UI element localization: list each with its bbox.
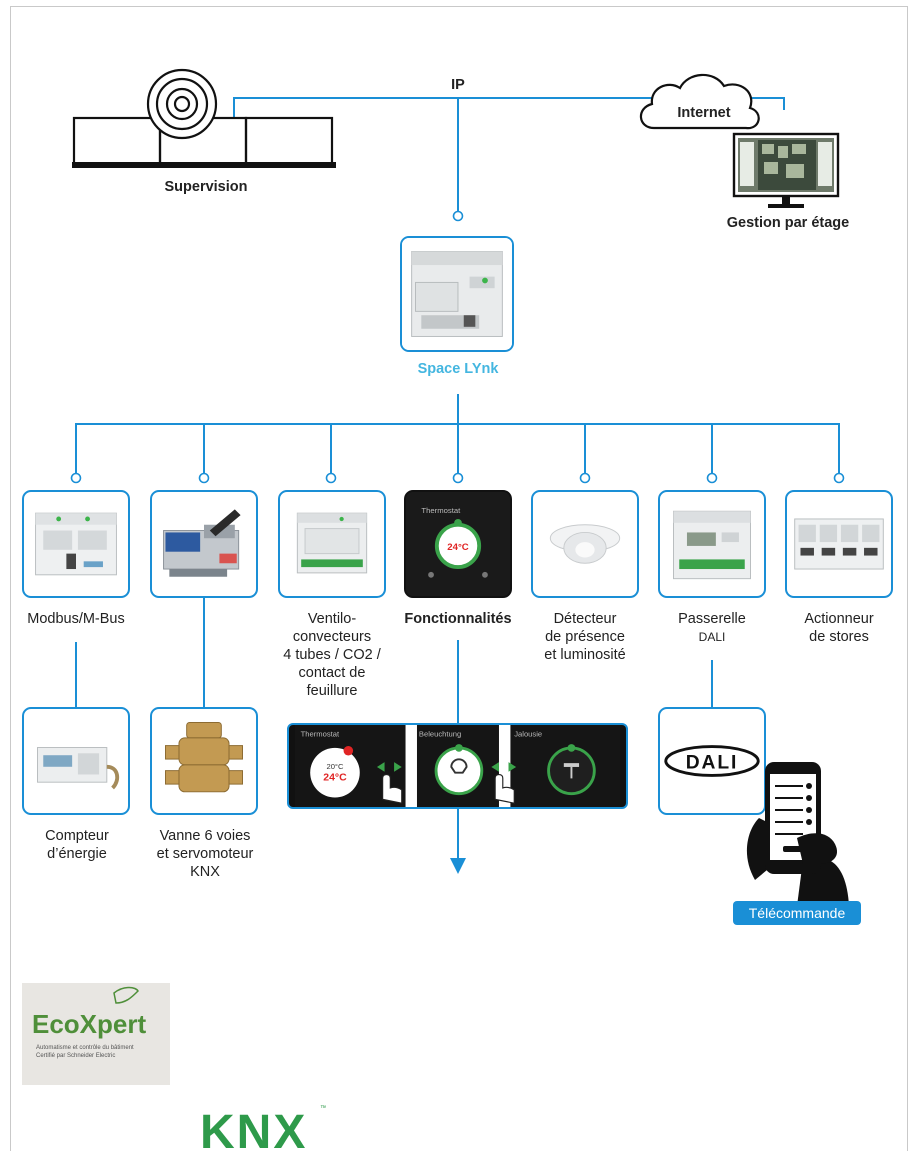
svg-text:™: ™ xyxy=(320,1105,326,1112)
thermostat-screens: Thermostat Beleuchtung Jalousie 20°C 24°… xyxy=(287,723,628,809)
fonctionnalites-label: Fonctionnalités xyxy=(404,611,512,627)
servomotor-icon xyxy=(163,509,241,577)
smartphone-hand-icon xyxy=(746,762,849,906)
supervision-label: Supervision xyxy=(164,179,248,195)
internet-label: Internet xyxy=(677,105,731,121)
compteur-box xyxy=(22,707,130,815)
space-lynk-label: Space LYnk xyxy=(417,361,499,377)
fonctionnalites-box: Thermostat 24°C xyxy=(404,490,512,598)
dali-logo-text: DALI xyxy=(686,753,739,774)
ecoxpert-logo: EcoXpert Automatisme et contrôle du bâti… xyxy=(22,983,170,1085)
supervision-icon xyxy=(72,68,336,168)
telecommande-badge: Télécommande xyxy=(733,901,861,925)
dali-logo-box: DALI xyxy=(658,707,766,815)
jalousie-title: Jalousie xyxy=(514,729,542,738)
ventilo-controller-icon xyxy=(296,512,368,574)
monitor-icon xyxy=(732,132,840,208)
ecoxpert-wordmark: EcoXpert xyxy=(32,1009,146,1039)
dali-gateway-icon xyxy=(673,510,751,580)
detecteur-box xyxy=(531,490,639,598)
energy-meter-icon xyxy=(37,747,120,790)
thermostat-setpoint: 20°C xyxy=(326,762,344,771)
vanne-servo-box xyxy=(150,490,258,598)
ecoxpert-tagline-2: Certifié par Schneider Electric xyxy=(36,1053,115,1059)
space-lynk-box xyxy=(400,236,514,352)
cloud-icon xyxy=(639,73,760,130)
thermostat-icon: Thermostat 24°C xyxy=(406,492,510,596)
svg-text:Thermostat: Thermostat xyxy=(421,506,461,515)
dali-logo: DALI xyxy=(664,745,760,777)
knx-logo-text: KNX xyxy=(200,1106,307,1150)
knx-logo: KNX ™ xyxy=(200,1105,326,1150)
actionneur-box xyxy=(785,490,893,598)
blind-actuator-icon xyxy=(794,518,884,570)
presence-detector-icon xyxy=(549,524,621,564)
thermostat-temperature: 24°C xyxy=(323,772,347,783)
passerelle-box xyxy=(658,490,766,598)
modbus-label: Modbus/M-Bus xyxy=(27,611,125,627)
ecoxpert-logo-graphic: EcoXpert Automatisme et contrôle du bâti… xyxy=(32,986,146,1059)
modbus-device-icon xyxy=(35,512,117,576)
valve-icon xyxy=(165,722,243,793)
space-lynk-icon xyxy=(402,238,512,350)
diagram-frame xyxy=(10,6,908,1151)
thermostat-screens-graphic: Thermostat Beleuchtung Jalousie 20°C 24°… xyxy=(294,725,621,807)
ventilo-box xyxy=(278,490,386,598)
beleuchtung-title: Beleuchtung xyxy=(419,729,461,738)
vanne-box xyxy=(150,707,258,815)
ecoxpert-tagline-1: Automatisme et contrôle du bâtiment xyxy=(36,1045,134,1051)
thermostat-title: Thermostat xyxy=(301,729,340,738)
modbus-box xyxy=(22,490,130,598)
gestion-label: Gestion par étage xyxy=(726,215,850,231)
ip-label: IP xyxy=(451,77,465,93)
svg-text:24°C: 24°C xyxy=(447,542,469,553)
